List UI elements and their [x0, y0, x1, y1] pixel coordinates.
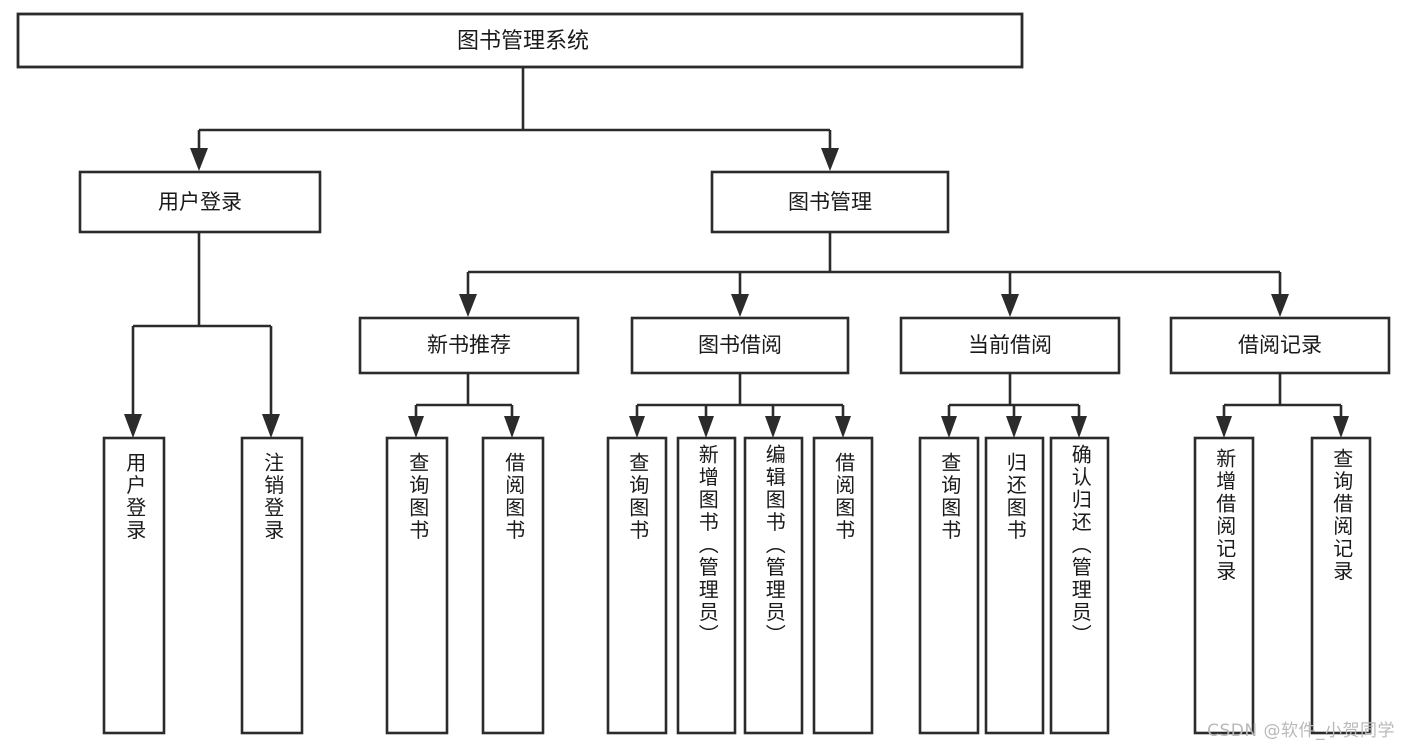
- node-book-management-box[interactable]: [710, 170, 950, 234]
- connector-group-bookmgmt-to-level2: [459, 232, 1289, 317]
- leaf-box-user-login-2[interactable]: [240, 436, 304, 735]
- node-new-book-recommend-label: 新书推荐: [427, 333, 511, 357]
- arrow-to-current-borrow-icon: [1001, 294, 1019, 317]
- leaf-box-current-borrow-3[interactable]: [1049, 436, 1110, 735]
- arrow-to-new-book-icon: [459, 294, 477, 317]
- leaf-boxes-user-login: [102, 436, 304, 735]
- node-current-borrow-label: 当前借阅: [968, 333, 1052, 357]
- leaf-box-borrow-record-2[interactable]: [1310, 436, 1372, 735]
- connector-group-userlogin-to-leaves: [124, 232, 280, 438]
- node-root[interactable]: 图书管理系统: [16, 12, 1024, 69]
- arrow-book-borrow-leaf2-icon: [698, 416, 714, 438]
- leaf-box-user-login-1[interactable]: [102, 436, 166, 735]
- arrow-new-book-leaf2-icon: [504, 416, 520, 438]
- leaf-box-current-borrow-1[interactable]: [918, 436, 980, 735]
- node-new-book-recommend[interactable]: 新书推荐: [358, 316, 580, 375]
- leaf-box-borrow-record-1[interactable]: [1193, 436, 1255, 735]
- node-user-login-box[interactable]: [78, 170, 322, 234]
- arrow-to-user-login-icon: [190, 148, 208, 171]
- node-borrow-record-label: 借阅记录: [1238, 333, 1322, 357]
- leaf-box-book-borrow-4[interactable]: [812, 436, 874, 735]
- connector-group-root-to-level1: [190, 67, 839, 171]
- node-borrow-record-box[interactable]: [1169, 316, 1391, 375]
- leaf-box-new-book-2[interactable]: [481, 436, 545, 735]
- arrow-borrow-record-leaf2-icon: [1333, 416, 1349, 438]
- connector-group-borrowrecord-to-leaves: [1216, 373, 1349, 438]
- connector-group-bookborrow-to-leaves: [629, 373, 851, 438]
- leaf-boxes-borrow-record: [1193, 436, 1372, 735]
- leaf-boxes-book-borrow: [606, 436, 874, 735]
- arrow-book-borrow-leaf3-icon: [765, 416, 781, 438]
- leaf-box-current-borrow-2[interactable]: [984, 436, 1045, 735]
- leaf-box-book-borrow-2[interactable]: [676, 436, 737, 735]
- node-book-management-label: 图书管理: [788, 190, 872, 214]
- arrow-new-book-leaf1-icon: [408, 416, 424, 438]
- arrow-book-borrow-leaf1-icon: [629, 416, 645, 438]
- arrow-to-book-borrow-icon: [731, 294, 749, 317]
- leaf-boxes-current-borrow: [918, 436, 1110, 735]
- connector-group-currentborrow-to-leaves: [941, 373, 1087, 438]
- node-current-borrow[interactable]: 当前借阅: [899, 316, 1121, 375]
- node-user-login[interactable]: 用户登录: [78, 170, 322, 234]
- leaf-boxes-new-book-recommend: [385, 436, 545, 735]
- arrow-current-borrow-leaf2-icon: [1006, 416, 1022, 438]
- arrow-to-book-mgmt-icon: [821, 148, 839, 171]
- node-book-management[interactable]: 图书管理: [710, 170, 950, 234]
- arrow-to-borrow-record-icon: [1271, 294, 1289, 317]
- arrow-book-borrow-leaf4-icon: [835, 416, 851, 438]
- node-root-label: 图书管理系统: [457, 29, 589, 54]
- leaf-box-book-borrow-3[interactable]: [743, 436, 804, 735]
- leaf-box-new-book-1[interactable]: [385, 436, 449, 735]
- node-new-book-recommend-box[interactable]: [358, 316, 580, 375]
- arrow-user-login-leaf1-icon: [124, 414, 142, 438]
- arrow-current-borrow-leaf1-icon: [941, 416, 957, 438]
- csdn-watermark: CSDN @软件_小贺同学: [1207, 721, 1395, 741]
- arrow-borrow-record-leaf1-icon: [1216, 416, 1232, 438]
- node-current-borrow-box[interactable]: [899, 316, 1121, 375]
- node-book-borrow-label: 图书借阅: [698, 333, 782, 357]
- connector-group-newbook-to-leaves: [408, 373, 520, 438]
- node-user-login-label: 用户登录: [158, 190, 242, 214]
- node-book-borrow[interactable]: 图书借阅: [630, 316, 850, 375]
- node-borrow-record[interactable]: 借阅记录: [1169, 316, 1391, 375]
- node-book-borrow-box[interactable]: [630, 316, 850, 375]
- leaf-box-book-borrow-1[interactable]: [606, 436, 668, 735]
- node-root-box[interactable]: [16, 12, 1024, 69]
- arrow-current-borrow-leaf3-icon: [1071, 416, 1087, 438]
- arrow-user-login-leaf2-icon: [262, 414, 280, 438]
